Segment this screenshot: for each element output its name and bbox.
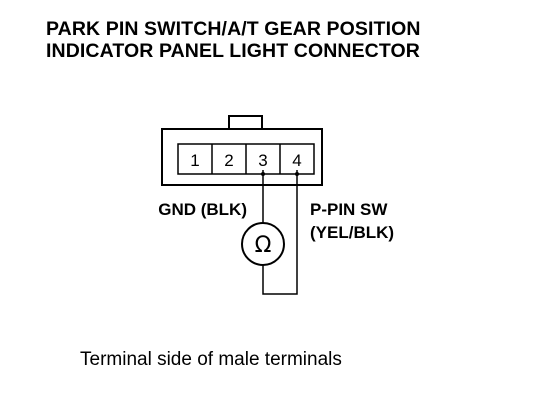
pin-2-number: 2 <box>224 151 233 170</box>
title-line-1: PARK PIN SWITCH/A/T GEAR POSITION <box>46 18 421 40</box>
caption: Terminal side of male terminals <box>80 349 342 370</box>
connector-housing <box>161 128 323 186</box>
ohm-symbol: Ω <box>255 233 272 258</box>
probe-point-pin-4 <box>295 172 299 176</box>
ppin-sw-label: P-PIN SW <box>310 200 388 219</box>
diagram-title: PARK PIN SWITCH/A/T GEAR POSITION INDICA… <box>46 18 421 62</box>
probe-point-pin-3 <box>261 172 265 176</box>
ppin-sw-color-label: (YEL/BLK) <box>310 223 394 242</box>
probe-wire-pin-4 <box>262 170 298 295</box>
pin-4-number: 4 <box>292 151 301 170</box>
ohmmeter-icon <box>241 222 285 266</box>
pin-3-number: 3 <box>258 151 267 170</box>
pin-1-number: 1 <box>190 151 199 170</box>
connector-latch <box>228 115 263 131</box>
gnd-label: GND (BLK) <box>158 200 247 219</box>
title-line-2: INDICATOR PANEL LIGHT CONNECTOR <box>46 40 420 62</box>
